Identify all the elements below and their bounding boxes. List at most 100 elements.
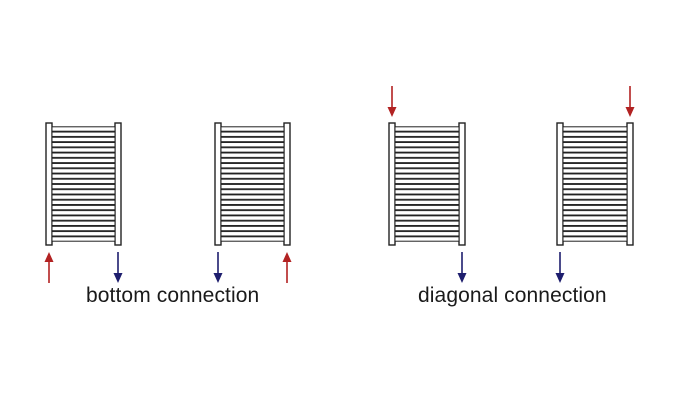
radiator-post-left <box>556 122 564 246</box>
radiator-tube <box>562 178 628 185</box>
radiator-tube <box>562 136 628 143</box>
radiator-tube <box>51 236 116 242</box>
radiator-diagonal-2 <box>555 86 635 283</box>
radiator-tube <box>220 173 285 179</box>
radiator-tube <box>394 204 460 211</box>
radiator-post-left <box>388 122 396 246</box>
supply-arrow <box>387 86 397 117</box>
radiator-tube <box>394 152 460 158</box>
radiator-tube <box>394 162 460 169</box>
radiator-tube <box>394 131 460 137</box>
radiator-tube <box>51 220 116 226</box>
radiator-tube <box>51 178 116 185</box>
radiator-tube <box>562 168 628 174</box>
radiator-tube <box>562 142 628 148</box>
radiator-tube <box>220 178 285 185</box>
radiator-tube <box>51 126 116 132</box>
radiator-tube <box>220 162 285 169</box>
radiator-tube <box>562 204 628 211</box>
radiator-tube <box>562 225 628 232</box>
radiator-tube <box>562 199 628 206</box>
radiator-bottom-1 <box>44 122 123 283</box>
radiator-tube <box>220 194 285 200</box>
radiator-tube <box>394 136 460 143</box>
radiator-tube <box>51 183 116 190</box>
radiator-tube <box>51 136 116 143</box>
supply-arrow <box>44 252 54 283</box>
radiator-tube <box>394 236 460 242</box>
radiator-tube <box>394 194 460 200</box>
radiator-tube <box>562 147 628 153</box>
radiator-tube <box>220 210 285 216</box>
radiator-post-right <box>458 122 466 246</box>
radiator-tube <box>562 173 628 179</box>
radiator-tube <box>220 204 285 211</box>
radiator-tube <box>220 199 285 206</box>
radiator-tube <box>51 194 116 200</box>
radiator-tube <box>51 204 116 211</box>
radiator-tube <box>51 157 116 164</box>
supply-arrow <box>625 86 635 117</box>
radiator-tube <box>394 178 460 185</box>
radiator-tube <box>220 147 285 153</box>
radiator-tube <box>394 168 460 174</box>
radiator-tube <box>51 225 116 232</box>
radiator-tube <box>562 162 628 169</box>
radiator-tube <box>220 142 285 148</box>
radiator-tube <box>394 147 460 153</box>
radiator-tube <box>51 189 116 195</box>
radiator-bottom-2 <box>213 122 292 283</box>
radiator-post-right <box>283 122 291 246</box>
radiator-tube <box>394 231 460 237</box>
radiator-tube <box>562 131 628 137</box>
radiator-tube <box>220 183 285 190</box>
radiator-tube <box>394 210 460 216</box>
radiator-tube <box>394 220 460 226</box>
radiator-post-right <box>626 122 634 246</box>
radiator-tube <box>220 131 285 137</box>
return-arrow <box>213 252 223 283</box>
radiator-tube <box>51 231 116 237</box>
radiator-tube <box>51 199 116 206</box>
radiator-tube <box>394 199 460 206</box>
radiator-tube <box>562 220 628 226</box>
radiator-tube <box>51 147 116 153</box>
radiator-tube <box>220 231 285 237</box>
radiator-tube <box>394 225 460 232</box>
radiator-tube <box>220 189 285 195</box>
radiator-tube <box>220 157 285 164</box>
radiator-post-left <box>45 122 53 246</box>
return-arrow <box>457 252 467 283</box>
diagonal-connection-group <box>387 86 635 283</box>
radiator-tube <box>51 162 116 169</box>
diagonal-connection-caption: diagonal connection <box>418 284 607 307</box>
radiator-tube <box>394 183 460 190</box>
radiator-tube <box>394 126 460 132</box>
radiator-tube <box>220 236 285 242</box>
radiator-tube <box>562 157 628 164</box>
radiator-tube <box>562 236 628 242</box>
radiator-tube <box>562 189 628 195</box>
radiator-tube <box>220 152 285 158</box>
radiator-tube <box>51 215 116 221</box>
return-arrow <box>113 252 123 283</box>
radiator-tube <box>51 131 116 137</box>
radiator-tube <box>394 189 460 195</box>
radiator-tube <box>220 168 285 174</box>
bottom-connection-caption: bottom connection <box>86 284 260 307</box>
radiator-tube <box>51 152 116 158</box>
radiator-tube <box>51 168 116 174</box>
radiator-tube <box>220 220 285 226</box>
radiator-tube <box>562 231 628 237</box>
radiator-tube <box>562 215 628 221</box>
radiator-tube <box>394 142 460 148</box>
radiator-tube <box>220 215 285 221</box>
bottom-connection-group <box>44 122 292 283</box>
radiator-post-right <box>114 122 122 246</box>
return-arrow <box>555 252 565 283</box>
radiator-tube <box>562 183 628 190</box>
radiator-tube <box>562 194 628 200</box>
radiator-tube <box>562 126 628 132</box>
supply-arrow <box>282 252 292 283</box>
